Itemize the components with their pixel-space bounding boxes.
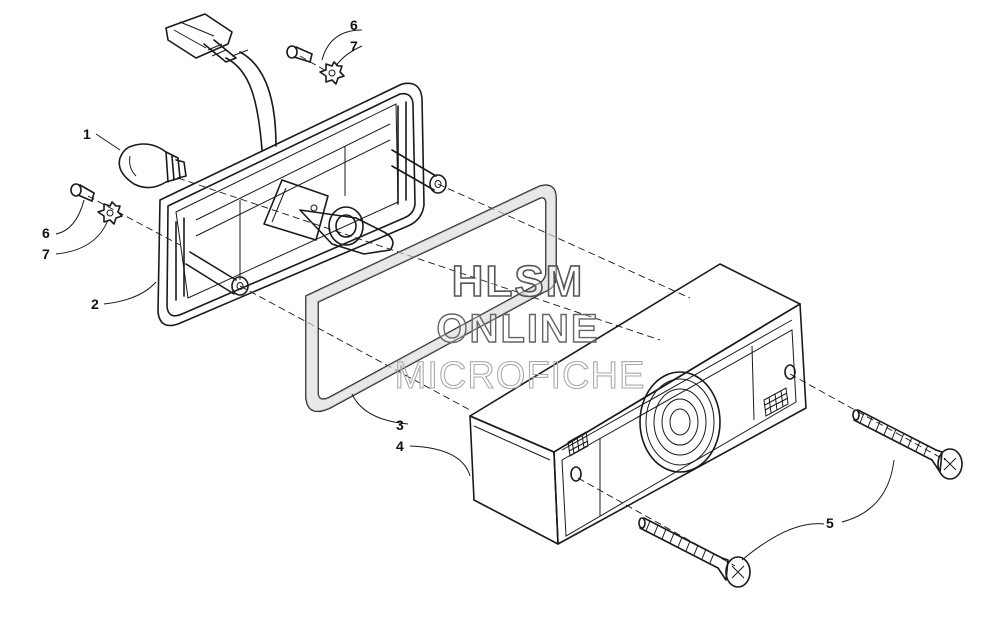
watermark-line-2: ONLINE <box>436 307 599 351</box>
callout-housing: 2 <box>91 296 99 312</box>
callout-screw-top: 6 <box>350 17 358 33</box>
watermark-line-3: MICROFICHE <box>395 355 646 397</box>
washer-top <box>319 61 345 85</box>
callout-washer-top: 7 <box>350 38 358 54</box>
wire-harness-connector <box>165 13 277 151</box>
watermark-line-1: HLSM <box>452 257 585 306</box>
callout-screw-left: 6 <box>42 225 50 241</box>
callout-long-screw: 5 <box>826 515 834 531</box>
gasket <box>305 184 557 413</box>
watermark: HLSM ONLINE MICROFICHE <box>394 256 646 397</box>
callout-lamp-assembly: 4 <box>396 438 404 454</box>
lamp-housing-frame <box>157 82 447 327</box>
bulb <box>118 143 187 189</box>
long-screw-lower <box>638 517 751 588</box>
screw-left <box>70 183 95 202</box>
callouts: 1 2 6 7 6 7 3 4 5 <box>42 17 834 531</box>
lamp-assembly <box>469 263 807 545</box>
screw-top <box>286 45 313 63</box>
callout-washer-left: 7 <box>42 246 50 262</box>
long-screw-upper <box>852 409 963 480</box>
washer-left <box>97 201 123 225</box>
callout-bulb: 1 <box>83 126 91 142</box>
callout-gasket: 3 <box>396 417 404 433</box>
leader-lines <box>55 29 895 561</box>
